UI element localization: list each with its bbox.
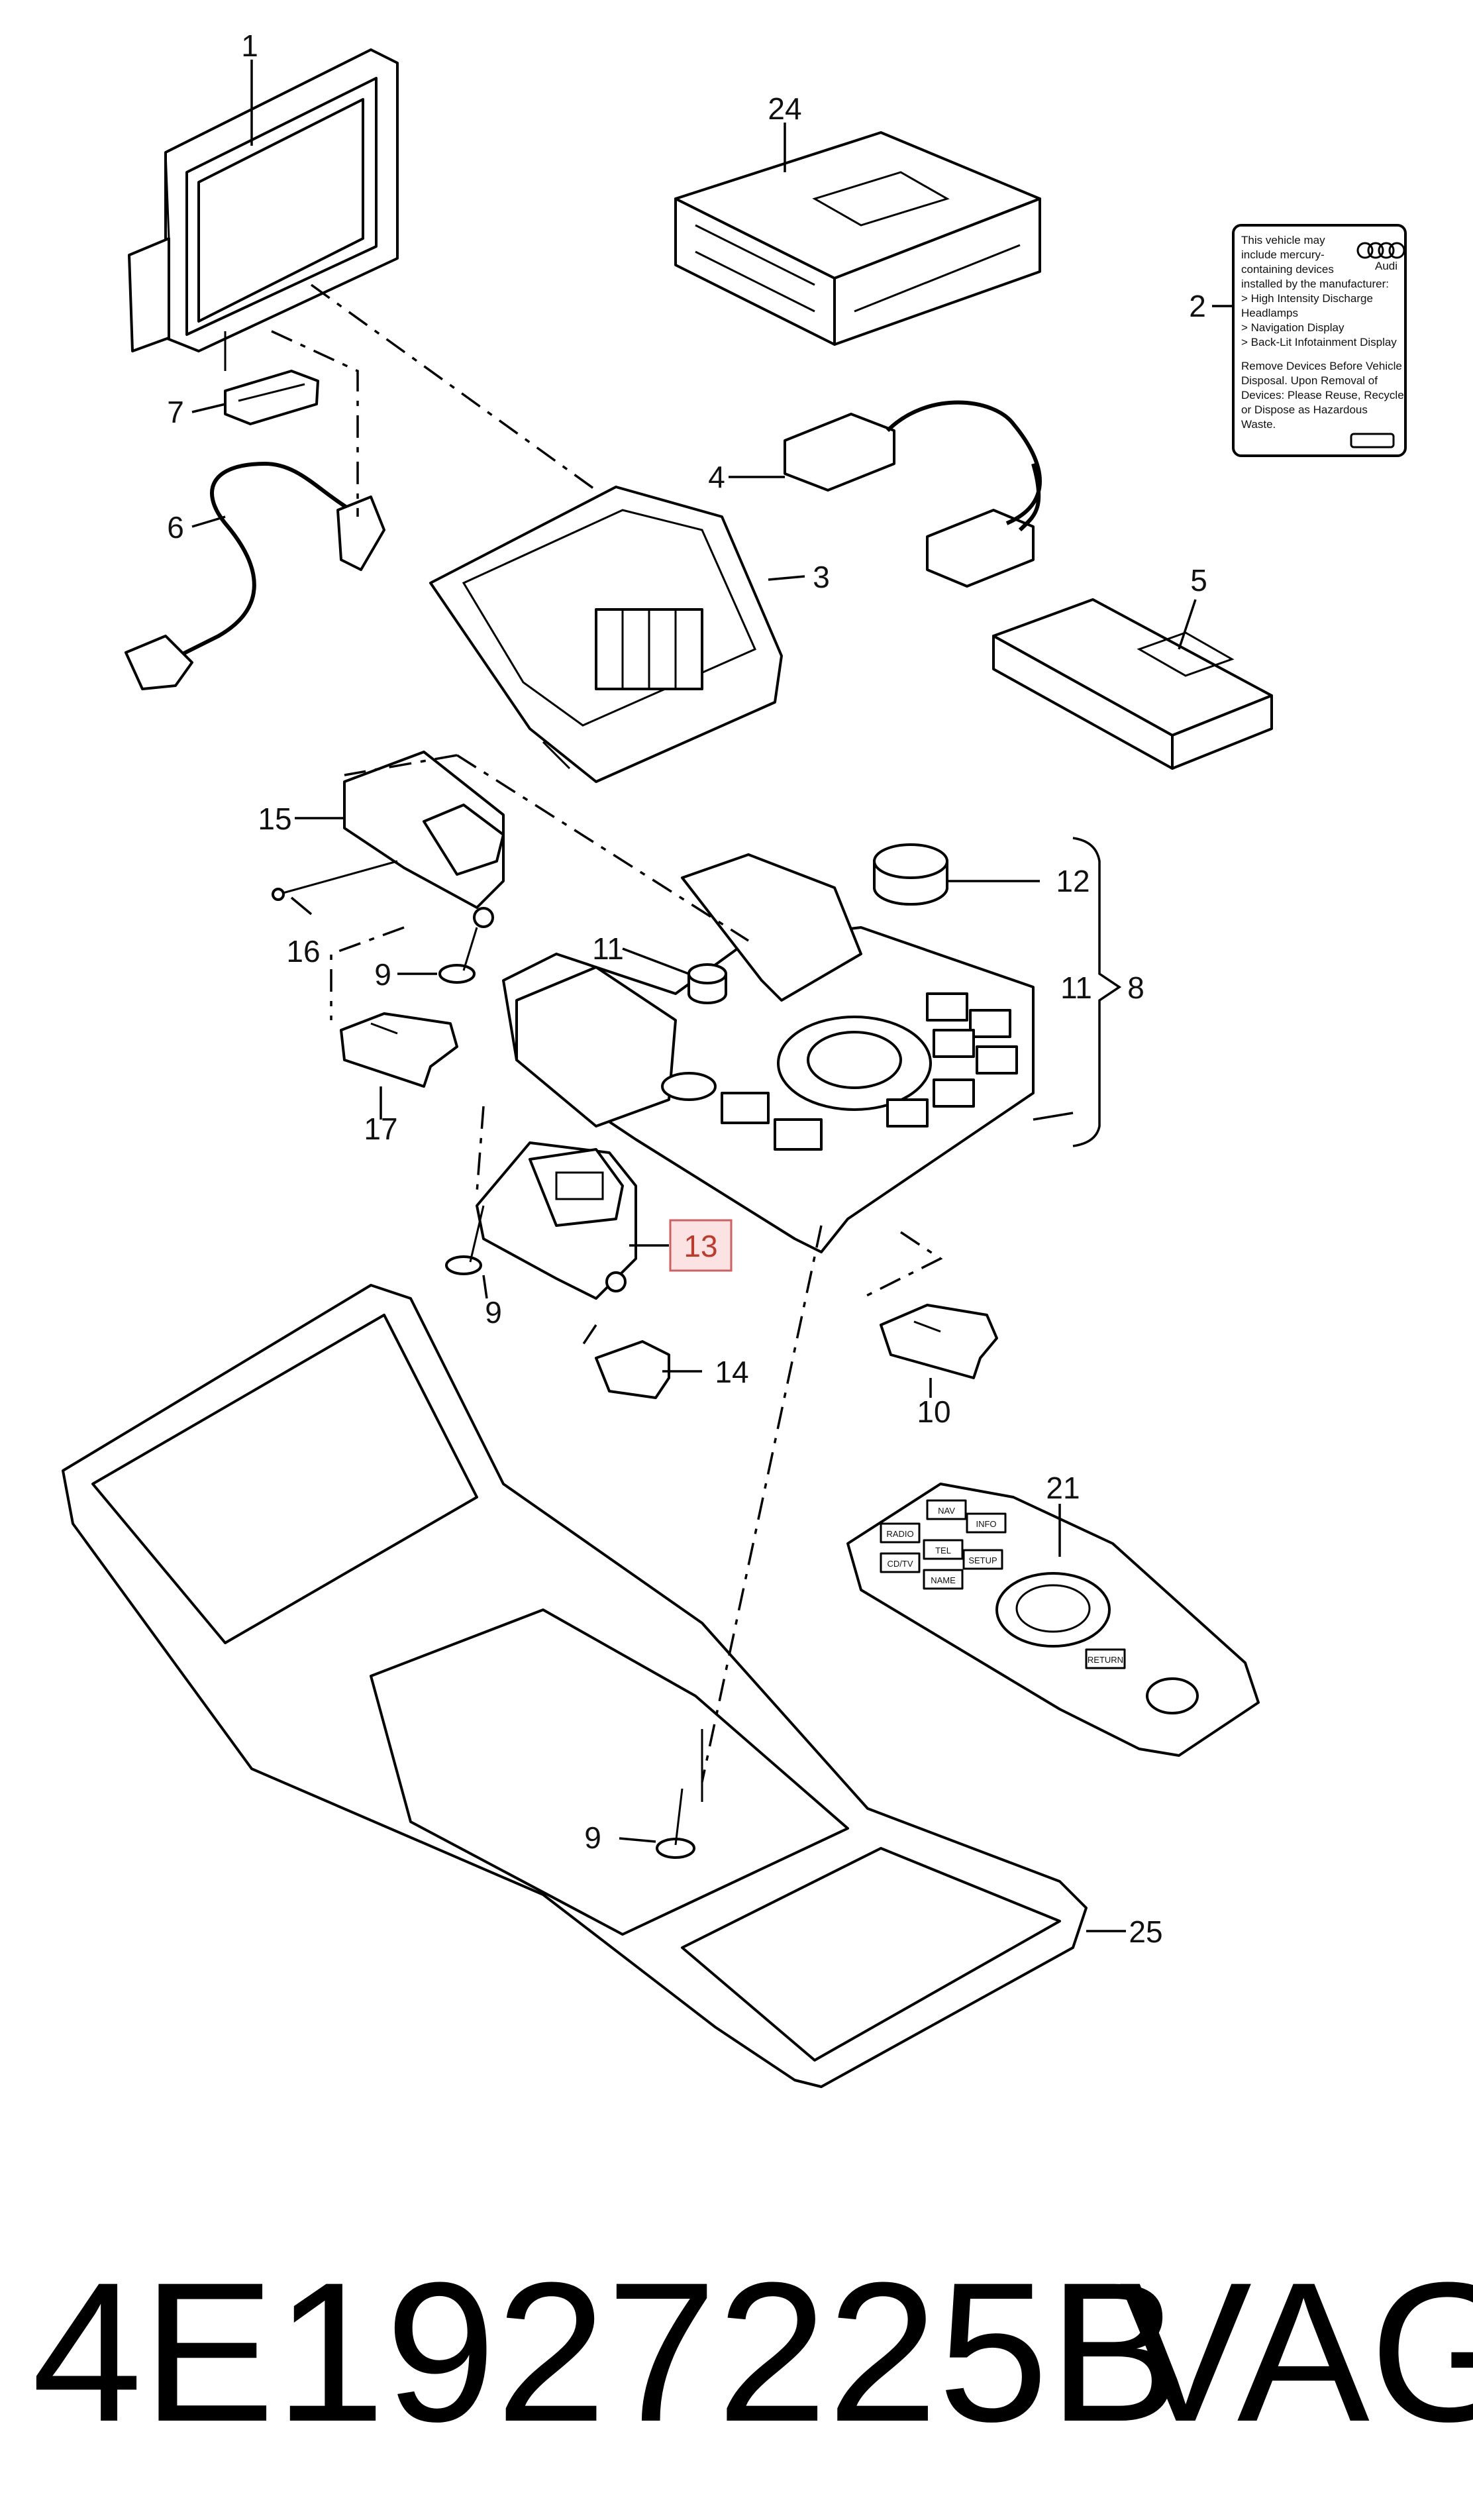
selected-switch-part-13[interactable] <box>476 1141 637 1300</box>
cable-part <box>125 461 385 690</box>
assembly-lines <box>271 284 943 1783</box>
remote-button: SETUP <box>962 1549 1003 1570</box>
warning-label-line: Disposal. Upon Removal of <box>1241 374 1378 387</box>
data-cable-part <box>784 400 1042 588</box>
callout-17: 17 <box>364 1112 397 1146</box>
rotary-knob-part <box>873 843 948 906</box>
small-knob-part <box>687 963 727 1004</box>
control-module-part <box>992 598 1273 770</box>
callout-1: 1 <box>241 28 258 63</box>
callout-9-upper: 9 <box>374 957 391 992</box>
warning-label-line: > High Intensity Discharge <box>1241 292 1373 305</box>
leader-lines <box>191 60 1233 1932</box>
remote-button-label: SETUP <box>968 1555 997 1565</box>
remote-buttons: NAV INFO RADIO TEL CD/TV SETUP NAME RETURN <box>880 1499 1126 1669</box>
callout-21: 21 <box>1046 1471 1080 1505</box>
connector-part <box>224 331 319 425</box>
part-number: 4E1927225B <box>32 2240 1181 2463</box>
retaining-clip-upper <box>340 1012 458 1088</box>
remote-button-label: RETURN <box>1088 1655 1123 1665</box>
callout-9-lower: 9 <box>584 1820 601 1855</box>
callout-labels: 1 24 2 4 3 5 7 6 15 16 9 17 11 12 11 8 1… <box>167 28 1207 1949</box>
warning-label-line: installed by the manufacturer: <box>1241 278 1389 290</box>
callout-24: 24 <box>768 91 801 126</box>
warning-label-line: > Navigation Display <box>1241 321 1345 334</box>
warning-label-brand: Audi <box>1375 260 1397 272</box>
callout-9-middle: 9 <box>485 1295 502 1330</box>
warning-label-line: This vehicle may <box>1241 234 1325 246</box>
screw-part-upper <box>438 927 478 984</box>
mercury-warning-label: Audi This vehicle may include mercury-con… <box>1232 224 1407 457</box>
warning-label-line: Remove Devices Before Vehicle <box>1241 360 1402 372</box>
remote-button: NAME <box>923 1569 964 1590</box>
display-screen-part <box>128 48 399 352</box>
callout-5: 5 <box>1190 563 1207 598</box>
callout-11-right: 11 <box>1060 971 1092 1005</box>
remote-button: RETURN <box>1085 1648 1126 1669</box>
switch-block-part <box>272 751 505 928</box>
remote-control-part: NAV INFO RADIO TEL CD/TV SETUP NAME RETURN <box>846 1483 1260 1757</box>
remote-button-label: NAME <box>931 1575 956 1585</box>
warning-label-line: > Back-Lit Infotainment Display <box>1241 336 1397 348</box>
remote-button: INFO <box>966 1512 1007 1534</box>
remote-button-label: TEL <box>935 1546 951 1555</box>
callout-4: 4 <box>708 460 725 494</box>
remote-button: NAV <box>926 1499 967 1520</box>
callout-11-left: 11 <box>592 931 624 966</box>
remote-button-label: RADIO <box>886 1529 913 1539</box>
callout-13: 13 <box>684 1229 717 1263</box>
mounting-bracket-part <box>429 486 783 783</box>
callout-25: 25 <box>1129 1915 1162 1949</box>
callout-2: 2 <box>1189 289 1206 323</box>
warning-label-line: containing devices <box>1241 263 1334 276</box>
callout-10: 10 <box>917 1394 950 1429</box>
callout-6: 6 <box>167 510 184 545</box>
callout-15: 15 <box>258 802 291 836</box>
warning-label-line: Headlamps <box>1241 307 1298 319</box>
control-console-part <box>502 853 1035 1253</box>
brand-name: VAG <box>1119 2240 1473 2463</box>
warning-label-line: or Dispose as Hazardous <box>1241 403 1368 416</box>
console-trim-frame-part <box>62 1284 1088 2088</box>
screw-part-middle <box>445 1205 485 1275</box>
warning-label-line: Devices: Please Reuse, Recycle, <box>1241 389 1407 401</box>
warning-label-line: Waste. <box>1241 418 1276 431</box>
remote-button-label: INFO <box>976 1519 996 1529</box>
retaining-clip-14 <box>595 1340 670 1399</box>
callout-14: 14 <box>715 1355 748 1389</box>
screw-part-lower <box>656 1788 695 1859</box>
remote-button: RADIO <box>880 1522 921 1544</box>
warning-label-line: include mercury- <box>1241 248 1325 261</box>
highlight-box-13 <box>669 1219 733 1272</box>
exploded-parts-diagram: Audi This vehicle may include mercury-con… <box>62 28 1407 2088</box>
callout-7: 7 <box>167 395 184 429</box>
remote-button: CD/TV <box>880 1552 921 1573</box>
callout-12: 12 <box>1056 864 1090 898</box>
callout-3: 3 <box>813 560 830 594</box>
callout-16: 16 <box>286 934 320 969</box>
remote-button-label: NAV <box>938 1506 955 1516</box>
console-buttons <box>721 992 1018 1151</box>
remote-button: TEL <box>923 1539 964 1560</box>
remote-button-label: CD/TV <box>888 1559 913 1569</box>
callout-8: 8 <box>1127 971 1144 1005</box>
warning-label-text: This vehicle may include mercury-containi… <box>1241 234 1407 431</box>
retaining-clip-10 <box>880 1304 998 1379</box>
audi-rings-logo <box>1356 242 1405 259</box>
navigation-unit-part <box>674 131 1041 346</box>
